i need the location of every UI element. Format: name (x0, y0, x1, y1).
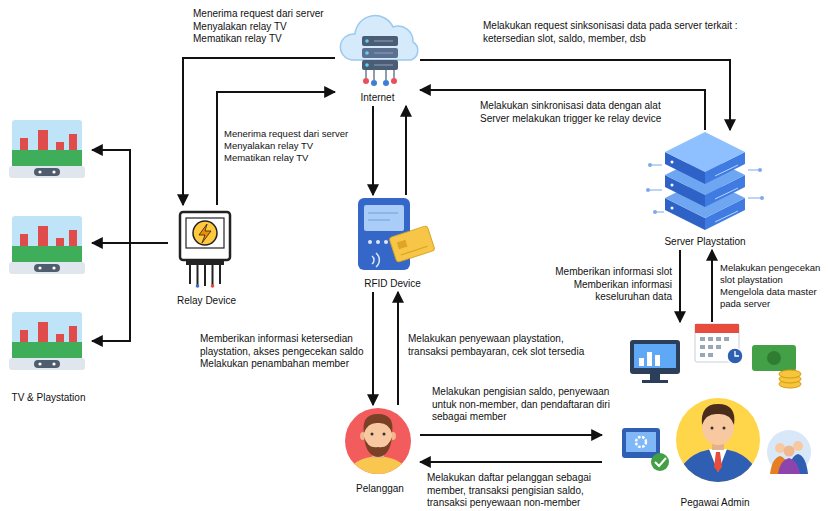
connector-arrow (372, 106, 374, 195)
internet-icon (340, 16, 417, 86)
relay-device-icon (180, 212, 230, 288)
edge-label: Melakukan pengisian saldo, penyewaan unt… (432, 386, 612, 424)
connector-arrow (420, 434, 602, 436)
server-icon (646, 132, 764, 230)
node-label: Relay Device (177, 295, 236, 307)
connector-arrow (711, 250, 713, 322)
connector-arrow (397, 292, 399, 405)
connector-arrow (372, 292, 374, 405)
edge-label: Melakukan penyewaan playstation, transak… (408, 333, 603, 358)
connector-arrow (92, 243, 168, 341)
edge-label: Melakukan sinkronisasi data dengan alat … (480, 100, 690, 125)
node-label: RFID Device (364, 278, 421, 290)
admin-illustration (622, 324, 811, 484)
edge-label: Melakukan request sinksonisasi data pada… (483, 20, 768, 45)
connector-arrow (420, 461, 602, 463)
connector-arrow (420, 90, 705, 130)
icon-node: Relay Device (168, 205, 245, 309)
connector-arrow (420, 60, 730, 130)
edge-label: Melakukan daftar pelanggan sebagai membe… (427, 472, 617, 510)
node-label: Pegawai Admin (681, 497, 750, 509)
node-label: Pelanggan (356, 483, 404, 495)
tv-playstation-icons (9, 120, 85, 370)
icon-node: RFID Device (350, 195, 435, 292)
node-label: Server Playstation (664, 236, 745, 248)
edge-label: Menerima request dari server Menyalakan … (193, 8, 333, 46)
edge-label: Menerima request dari server Menyalakan … (224, 128, 352, 164)
edge-label: Memberikan informasi ketersedian playsta… (200, 333, 365, 371)
node-label: TV & Playstation (12, 392, 86, 404)
icon-node: Pelanggan (340, 405, 420, 497)
connector-arrow (405, 106, 407, 195)
rfid-device-icon (358, 198, 435, 270)
icon-node: Server Playstation (650, 130, 760, 250)
node-label: Internet (361, 92, 395, 104)
icon-node: Internet (335, 18, 420, 106)
customer-avatar (343, 408, 413, 482)
edge-label: Memberikan informasi slot Memberikan inf… (544, 266, 672, 304)
connector-arrow (92, 150, 168, 243)
connector-arrow (679, 250, 681, 322)
icon-node: Pegawai Admin (602, 322, 828, 511)
icon-node: TV & Playstation (5, 118, 92, 406)
edge-label: Melakukan pengecekan slot playstation Me… (720, 262, 824, 310)
